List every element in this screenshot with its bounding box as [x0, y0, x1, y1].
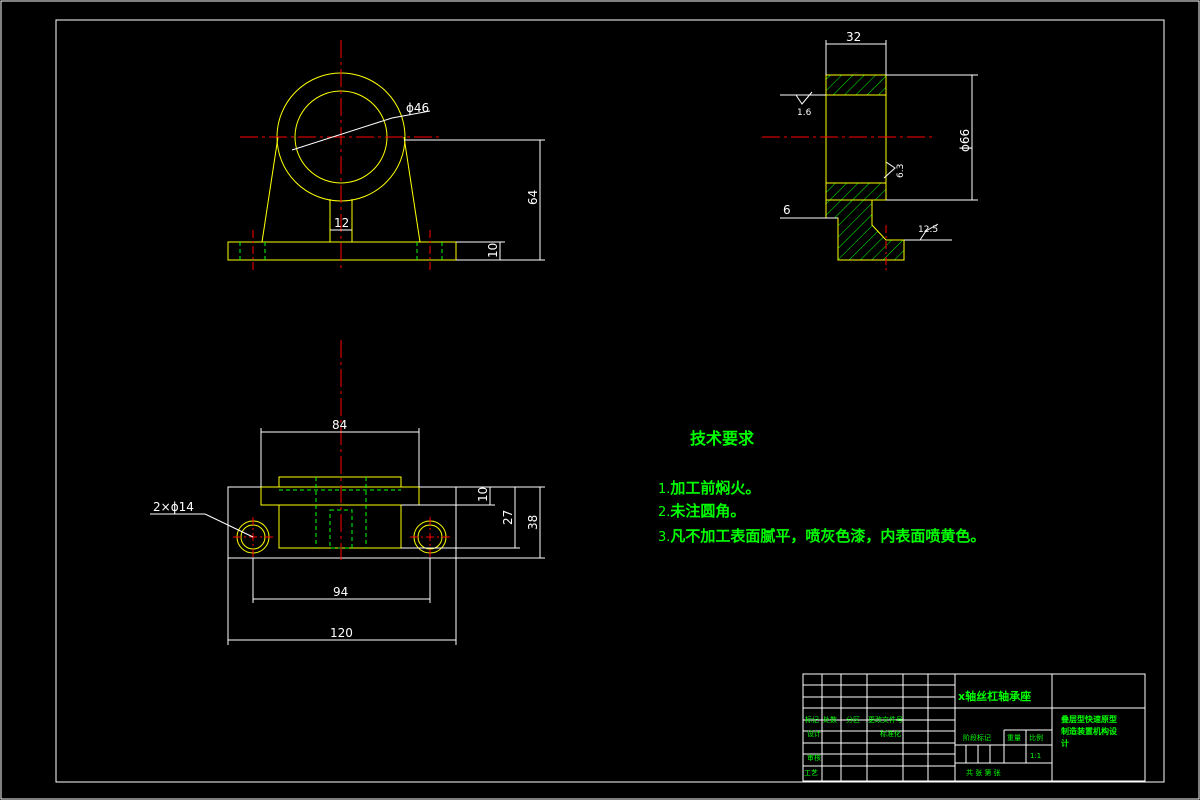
tb-label-count: 处数 [823, 715, 837, 724]
technical-notes: 技术要求 1.加工前焖火。 2.未注圆角。 3.凡不加工表面腻平，喷灰色漆，内表… [658, 429, 985, 545]
tb-label-change: 更改文件号 [868, 715, 903, 724]
rough-symbol [795, 91, 813, 105]
dim-top-holes-span: 94 [333, 585, 348, 599]
note-1: 1.加工前焖火。 [658, 479, 760, 497]
tb-label-zone: 分区 [846, 715, 860, 724]
tb-label-standard: 标准化 [880, 729, 901, 738]
dim-side-width: 32 [846, 30, 861, 44]
top-view: 84 2×ϕ14 10 27 38 94 120 [150, 340, 545, 645]
side-section-bottom [825, 182, 905, 261]
tb-label-scale: 比例 [1029, 733, 1043, 742]
project-line-1: 叠层型快速原型 [1061, 714, 1117, 724]
dim-top-inner: 84 [332, 418, 347, 432]
rough-2: 6.3 [896, 164, 906, 178]
dim-top-holes: 2×ϕ14 [153, 500, 194, 514]
notes-title: 技术要求 [690, 429, 755, 448]
project-line-2: 制造装置机构设 [1061, 726, 1117, 736]
tb-scale-value: 1:1 [1030, 752, 1041, 760]
note-2: 2.未注圆角。 [658, 502, 745, 520]
dim-front-base: 10 [486, 243, 500, 258]
dim-top-10: 10 [476, 487, 490, 502]
dim-side-dia: ϕ66 [958, 129, 972, 152]
front-view: ϕ46 64 10 12 [227, 40, 545, 272]
dim-side-foot: 6 [783, 203, 791, 217]
inner-frame [55, 19, 1165, 783]
dim-leader-phi46 [391, 110, 431, 119]
front-support-right [403, 136, 421, 243]
title-block-text: x轴丝杠轴承座 标记 处数 分区 更改文件号 设计 标准化 审核 工艺 阶段标记… [804, 689, 1117, 777]
dim-leader-holes [204, 513, 254, 538]
tb-sheets: 共 张 第 张 [966, 768, 1001, 777]
part-name: x轴丝杠轴承座 [958, 689, 1031, 703]
dim-line-phi46 [291, 117, 393, 151]
dim-top-27: 27 [501, 510, 515, 525]
tb-label-review: 审核 [807, 753, 821, 762]
front-support-left [261, 136, 279, 243]
tb-label-mark: 标记 [805, 715, 819, 724]
dim-top-38: 38 [526, 515, 540, 530]
note-3: 3.凡不加工表面腻平，喷灰色漆，内表面喷黄色。 [658, 527, 985, 545]
dim-top-overall: 120 [330, 626, 353, 640]
rough-symbol [919, 223, 939, 241]
title-block [802, 673, 1146, 782]
top-body-inner [278, 476, 402, 488]
rough-3: 12.5 [918, 225, 938, 235]
project-line-3: 计 [1061, 738, 1069, 748]
tb-label-process: 工艺 [804, 769, 818, 777]
side-view: 32 ϕ66 1.6 6.3 6 12.5 [762, 30, 978, 272]
rough-symbol [883, 161, 896, 179]
title-block-frame [802, 673, 1146, 782]
dim-front-dia: ϕ46 [406, 101, 429, 115]
dim-front-web: 12 [334, 216, 349, 230]
tb-label-design: 设计 [807, 729, 821, 738]
tb-label-stage: 阶段标记 [963, 733, 991, 742]
top-body-outer [260, 486, 420, 506]
side-section-top [825, 74, 887, 96]
rough-1: 1.6 [797, 108, 812, 118]
dim-front-height: 64 [526, 190, 540, 205]
top-base-outline [227, 486, 457, 559]
top-body-lower [278, 504, 402, 549]
tb-label-weight: 重量 [1007, 734, 1021, 742]
front-base-plate [227, 241, 457, 261]
